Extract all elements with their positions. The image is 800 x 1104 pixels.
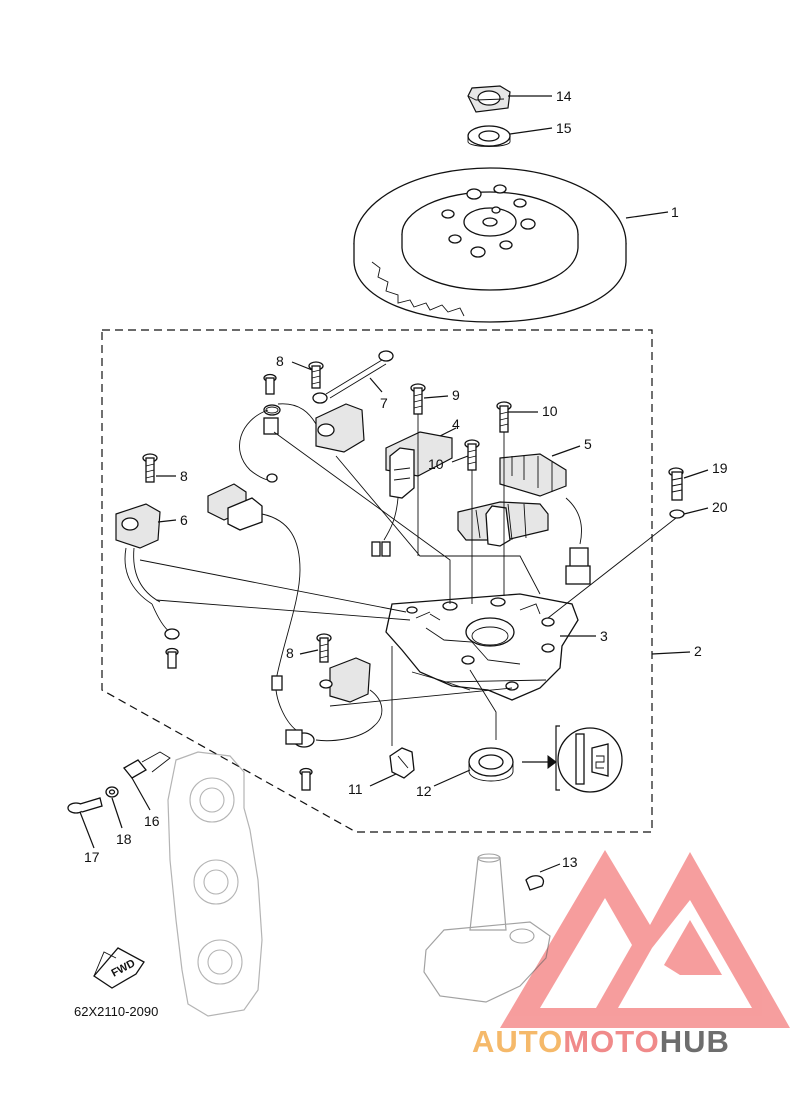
callout-18: 18 [116,831,132,847]
oil-seal-12 [468,747,514,782]
screw-bottom-left [165,647,179,669]
fwd-arrow [93,947,145,989]
callout-16: 16 [144,813,160,829]
ground-lead [312,350,394,404]
washer-20 [669,509,685,519]
callout-3: 3 [600,628,608,644]
lighting-coil-connector [565,497,591,585]
callout-6: 6 [180,512,188,528]
lighting-coil [457,453,567,547]
callout-5: 5 [584,436,592,452]
callout-9: 9 [452,387,460,403]
flywheel-magneto-rotor [353,167,627,323]
assembly-guide-lines [139,414,677,746]
watermark-hub: HUB [660,1024,730,1059]
flywheel-washer [467,125,511,147]
diagram-part-number: 62X2110-2090 [74,1004,158,1019]
callout-20: 20 [712,499,728,515]
callout-7: 7 [380,395,388,411]
woodruff-key [525,875,545,891]
pulser-coil-left [115,503,180,640]
callout-8-lower: 8 [286,645,294,661]
callout-10-left: 10 [428,456,444,472]
charge-coil [385,431,453,499]
callout-4: 4 [452,416,460,432]
screw-8-upper [308,361,324,389]
callout-labels: 14 15 1 2 3 4 5 6 7 8 8 8 9 10 10 11 12 … [84,88,728,870]
cylinder-block-phantom [167,751,263,1017]
screw-10-right [496,401,512,433]
wire-clamp-11 [389,747,415,779]
callout-1: 1 [671,204,679,220]
leader-lines [79,95,709,873]
screw-8-left [142,453,158,483]
screw-17 [67,797,103,814]
callout-14: 14 [556,88,572,104]
screw-19 [668,467,684,501]
callout-19: 19 [712,460,728,476]
automotohub-logo [500,850,790,1028]
screw-10-left [464,439,480,471]
pulser-coil-lower [285,657,383,748]
screw-bottom-mid [299,767,313,791]
seal-orientation-detail [522,725,623,793]
washer-small-upper [265,406,279,414]
callout-11: 11 [348,781,363,797]
pulser-coil-upper [239,403,365,483]
screw-9 [410,383,426,415]
callout-8-left: 8 [180,468,188,484]
screw-small-upper [263,373,277,395]
callout-17: 17 [84,849,100,865]
flywheel-nut [467,85,511,113]
crankshaft-phantom [423,853,551,1003]
bracket-16-assembly [105,751,171,798]
callout-15: 15 [556,120,572,136]
callout-2: 2 [694,643,702,659]
main-harness-connector [207,483,301,731]
charge-coil-connector [371,497,399,557]
stator-base-plate [385,593,579,701]
watermark-moto: MOTO [563,1024,659,1059]
screw-8-lower [316,633,332,663]
callout-10-right: 10 [542,403,558,419]
stator-assembly-outline [101,329,653,833]
watermark-text: AUTOMOTOHUB [472,1024,730,1059]
watermark-auto: AUTO [472,1024,563,1059]
callout-13: 13 [562,854,578,870]
callout-12: 12 [416,783,432,799]
callout-8-upper: 8 [276,353,284,369]
